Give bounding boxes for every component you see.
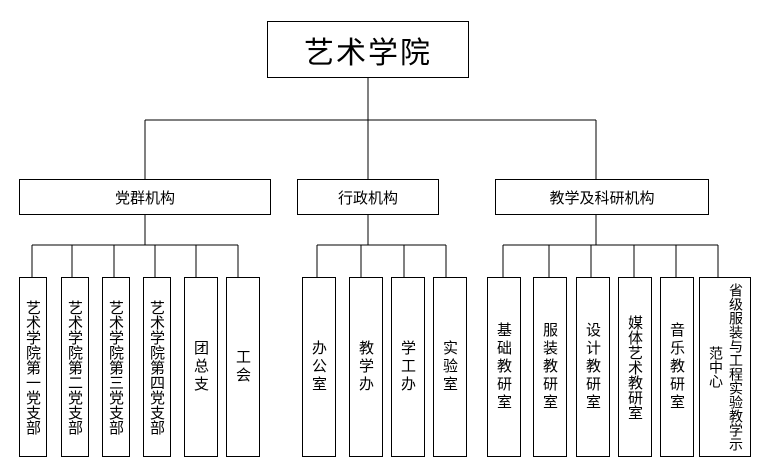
- category-party-organizations: 党群机构: [19, 179, 271, 215]
- unit-office: 办公室: [302, 277, 336, 457]
- category-administrative: 行政机构: [297, 179, 439, 215]
- category-teaching-research: 教学及科研机构: [495, 179, 709, 215]
- unit-media-art-dept: 媒体艺术教研室: [618, 277, 652, 457]
- unit-music-dept: 音乐教研室: [660, 277, 694, 457]
- unit-foundation-dept: 基础教研室: [487, 277, 521, 457]
- unit-party-branch-1: 艺术学院第一党支部: [19, 277, 47, 457]
- unit-design-dept: 设计教研室: [576, 277, 610, 457]
- unit-teaching-office: 教学办: [349, 277, 383, 457]
- unit-youth-league: 团总支: [184, 277, 218, 457]
- unit-laboratory: 实验室: [433, 277, 467, 457]
- unit-labor-union: 工会: [226, 277, 260, 457]
- unit-student-affairs: 学工办: [391, 277, 425, 457]
- root-node-art-school: 艺术学院: [267, 21, 469, 78]
- unit-party-branch-2: 艺术学院第二党支部: [61, 277, 89, 457]
- unit-provincial-demo-center: 省级服装与工程实验教学示范中心: [699, 277, 751, 457]
- unit-party-branch-4: 艺术学院第四党支部: [143, 277, 171, 457]
- unit-party-branch-3: 艺术学院第三党支部: [102, 277, 130, 457]
- unit-fashion-dept: 服装教研室: [533, 277, 567, 457]
